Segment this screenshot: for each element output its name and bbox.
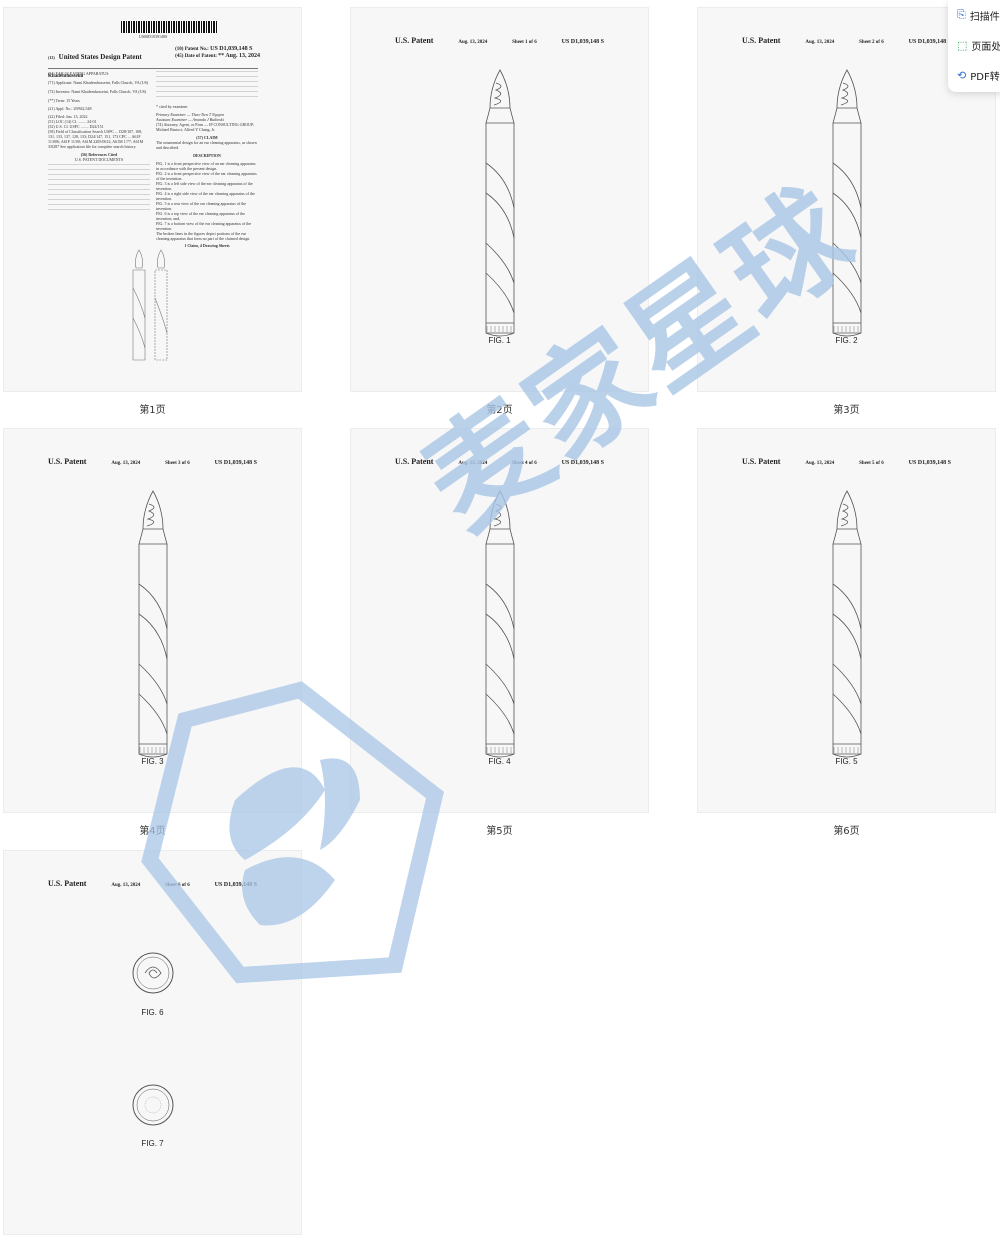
date-label: (45) Date of Patent:	[175, 54, 217, 59]
figure-label: FIG. 4	[351, 757, 648, 766]
ear-cleaner-drawing	[131, 489, 175, 779]
field: U.S. PATENT DOCUMENTS	[48, 157, 150, 162]
header-left: U.S. Patent	[742, 36, 780, 45]
barcode	[121, 21, 218, 33]
header-number: US D1,039,148 S	[562, 460, 604, 466]
menu-item-label: PDF转	[970, 68, 999, 83]
figure-label: FIG. 6	[4, 1008, 301, 1017]
header-sheet: Sheet 3 of 6	[165, 461, 190, 466]
page-label: 第6页	[697, 822, 996, 837]
header-left: U.S. Patent	[48, 879, 86, 888]
menu-item-pdf[interactable]: ⟲ PDF转	[948, 60, 1000, 90]
field: * cited by examiner	[156, 104, 258, 109]
ear-cleaner-drawing	[478, 68, 522, 358]
pdf-convert-icon: ⟲	[957, 69, 966, 82]
menu-item-scan[interactable]: ⎘ 扫描件	[948, 0, 1000, 30]
page-thumbnail-2[interactable]: U.S. Patent Aug. 13, 2024 Sheet 1 of 6 U…	[350, 7, 649, 392]
header-date: Aug. 13, 2024	[111, 461, 140, 466]
bottom-view-drawing	[131, 1083, 175, 1127]
sheet-header: U.S. Patent Aug. 13, 2024 Sheet 4 of 6 U…	[395, 457, 604, 466]
header-sheet: Sheet 2 of 6	[859, 40, 884, 45]
ear-cleaner-drawing	[825, 489, 869, 779]
sheet-header: U.S. Patent Aug. 13, 2024 Sheet 5 of 6 U…	[742, 457, 951, 466]
header-number: US D1,039,148 S	[562, 39, 604, 45]
header-sheet: Sheet 4 of 6	[512, 461, 537, 466]
figure-label: FIG. 5	[698, 757, 995, 766]
figure-label: FIG. 2	[698, 336, 995, 345]
header-date: Aug. 13, 2024	[458, 40, 487, 45]
field: FIG. 2 is a front perspective view of th…	[156, 171, 258, 181]
header-sheet: Sheet 1 of 6	[512, 40, 537, 45]
kind-code: (12)	[48, 55, 55, 60]
field: (21) Appl. No.: 29/842,548	[48, 106, 150, 111]
header-left: U.S. Patent	[395, 457, 433, 466]
header-left: U.S. Patent	[48, 457, 86, 466]
sheet-header: U.S. Patent Aug. 13, 2024 Sheet 6 of 6 U…	[48, 879, 257, 888]
page-label: 第5页	[350, 822, 649, 837]
page-crop-icon: ⬚	[957, 39, 967, 52]
field: FIG. 7 is a bottom view of the ear clean…	[156, 221, 258, 231]
front-page-drawing	[129, 248, 179, 363]
menu-item-page[interactable]: ⬚ 页面处	[948, 30, 1000, 60]
menu-item-label: 扫描件	[970, 8, 1000, 23]
field: (74) Attorney, Agent, or Firm — IP CONSU…	[156, 122, 258, 132]
ear-cleaner-drawing	[825, 68, 869, 358]
field: FIG. 4 is a right side view of the ear c…	[156, 191, 258, 201]
header-date: Aug. 13, 2024	[458, 461, 487, 466]
field: (54) EAR CLEANING APPARATUS	[48, 71, 150, 76]
page-label: 第1页	[3, 401, 302, 416]
field: (71) Applicant: Nami Khademhosseini, Fal…	[48, 80, 150, 85]
header-number: US D1,039,148 S	[909, 39, 951, 45]
patent-no-label: (10) Patent No.:	[175, 47, 209, 52]
front-right-column: * cited by examiner Primary Examiner — T…	[156, 71, 258, 248]
field: (**) Term: 15 Years	[48, 98, 150, 103]
header-sheet: Sheet 6 of 6	[165, 883, 190, 888]
header-sheet: Sheet 5 of 6	[859, 461, 884, 466]
header-number: US D1,039,148 S	[215, 882, 257, 888]
top-view-drawing	[131, 951, 175, 995]
ear-cleaner-drawing	[478, 489, 522, 779]
header-date: Aug. 13, 2024	[805, 461, 834, 466]
field: The ornamental design for an ear cleanin…	[156, 140, 258, 150]
menu-item-label: 页面处	[971, 38, 1000, 53]
field: FIG. 3 is a left side view of the ear cl…	[156, 181, 258, 191]
page-label: 第2页	[350, 401, 649, 416]
figure-label: FIG. 7	[4, 1139, 301, 1148]
sheet-header: U.S. Patent Aug. 13, 2024 Sheet 1 of 6 U…	[395, 36, 604, 45]
page-label: 第4页	[3, 822, 302, 837]
figure-label: FIG. 1	[351, 336, 648, 345]
sheet-header: U.S. Patent Aug. 13, 2024 Sheet 2 of 6 U…	[742, 36, 951, 45]
field: DESCRIPTION	[156, 153, 258, 158]
figure-label: FIG. 3	[4, 757, 301, 766]
page-thumbnail-7[interactable]: U.S. Patent Aug. 13, 2024 Sheet 6 of 6 U…	[3, 850, 302, 1235]
field: (72) Inventor: Nami Khademhosseini, Fall…	[48, 89, 150, 94]
patent-date: ** Aug. 13, 2024	[218, 53, 260, 59]
scan-icon: ⎘	[957, 8, 966, 22]
header-date: Aug. 13, 2024	[805, 40, 834, 45]
field: FIG. 6 is a top view of the ear cleaning…	[156, 211, 258, 221]
header-left: U.S. Patent	[742, 457, 780, 466]
field: (58) Field of Classification Search USPC…	[48, 129, 150, 149]
page-thumbnail-6[interactable]: U.S. Patent Aug. 13, 2024 Sheet 5 of 6 U…	[697, 428, 996, 813]
patent-no: US D1,039,148 S	[210, 46, 252, 52]
field: The broken lines in the figures depict p…	[156, 231, 258, 241]
sheet-header: U.S. Patent Aug. 13, 2024 Sheet 3 of 6 U…	[48, 457, 257, 466]
header-left: U.S. Patent	[395, 36, 433, 45]
page-thumbnail-5[interactable]: U.S. Patent Aug. 13, 2024 Sheet 4 of 6 U…	[350, 428, 649, 813]
barcode-number: US00D1039148S	[139, 34, 167, 39]
front-left-column: (54) EAR CLEANING APPARATUS (71) Applica…	[48, 71, 150, 214]
context-menu: ⎘ 扫描件 ⬚ 页面处 ⟲ PDF转	[948, 0, 1000, 92]
doc-title: United States Design Patent	[59, 53, 142, 61]
page-label: 第3页	[697, 401, 996, 416]
field: FIG. 5 is a rear view of the ear cleanin…	[156, 201, 258, 211]
header-number: US D1,039,148 S	[909, 460, 951, 466]
page-thumbnail-4[interactable]: U.S. Patent Aug. 13, 2024 Sheet 3 of 6 U…	[3, 428, 302, 813]
header-date: Aug. 13, 2024	[111, 883, 140, 888]
header-number: US D1,039,148 S	[215, 460, 257, 466]
page-thumbnail-1[interactable]: US00D1039148S (12) United States Design …	[3, 7, 302, 392]
field: FIG. 1 is a front perspective view of an…	[156, 161, 258, 171]
